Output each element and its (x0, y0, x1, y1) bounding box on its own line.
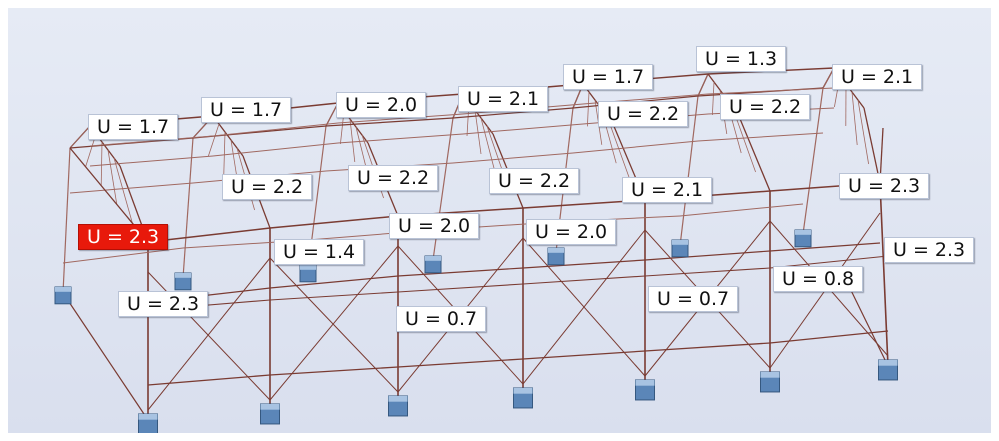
frame-member (474, 109, 482, 155)
utilization-label: U = 2.3 (118, 291, 209, 317)
frame-member (62, 292, 149, 421)
frame-member (737, 113, 771, 192)
frame-member (857, 99, 869, 165)
frame-member (522, 350, 646, 360)
frame-member (522, 259, 646, 269)
utilization-label: U = 1.7 (563, 64, 654, 90)
frame-member (62, 147, 71, 294)
frame-member (349, 118, 356, 163)
frame-member (480, 117, 496, 173)
frame-member (462, 123, 584, 135)
column-footing (299, 264, 317, 283)
frame-member (269, 366, 399, 376)
frame-member (879, 182, 889, 367)
utilization-label: U = 2.3 (884, 237, 975, 263)
frame-member (269, 245, 399, 401)
frame-member (644, 342, 771, 352)
frame-member (397, 267, 524, 277)
frame-member (107, 149, 118, 205)
frame-member (89, 135, 214, 147)
utilization-label: U = 1.7 (201, 97, 292, 123)
utilization-label: U = 2.1 (832, 64, 923, 90)
frame-member (522, 275, 646, 285)
frame-member (644, 267, 771, 277)
column-footing (878, 359, 898, 381)
column-footing (424, 255, 442, 274)
frame-member (572, 140, 699, 154)
frame-member (147, 374, 271, 386)
utilization-label: U = 0.7 (396, 306, 487, 332)
utilization-label: U = 2.2 (720, 94, 811, 120)
structure-model[interactable] (8, 8, 991, 433)
frame-member (100, 141, 103, 186)
utilization-label-critical: U = 2.3 (78, 224, 169, 250)
frame-member (769, 242, 881, 252)
frame-member (712, 81, 715, 116)
column-footing (760, 371, 780, 393)
frame-member (62, 247, 184, 264)
frame-member (851, 91, 858, 146)
utilization-label: U = 2.2 (489, 168, 580, 194)
frame-member (769, 330, 889, 344)
utilization-label: U = 2.1 (458, 86, 549, 112)
model-viewport[interactable]: U = 1.7 U = 1.7 U = 2.0 U = 2.1 U = 1.7 … (8, 8, 991, 433)
frame-member (697, 132, 824, 142)
utilization-label: U = 2.0 (336, 92, 427, 118)
frame-member (89, 155, 214, 167)
frame-member (223, 131, 226, 175)
utilization-label: U = 0.8 (773, 266, 864, 292)
column-footing (174, 272, 192, 291)
frame-member (212, 142, 339, 157)
column-footing (138, 413, 158, 433)
utilization-label: U = 2.1 (622, 177, 713, 203)
frame-member (587, 91, 590, 127)
column-footing (794, 229, 812, 248)
frame-member (337, 113, 464, 124)
frame-member (69, 125, 91, 149)
frame-member (147, 257, 271, 411)
frame-member (802, 87, 824, 235)
frame-member (269, 275, 399, 289)
column-footing (260, 403, 280, 425)
utilization-label: U = 2.2 (348, 165, 439, 191)
frame-member (269, 257, 399, 393)
frame-member (325, 117, 454, 127)
frame-member (113, 157, 133, 224)
column-footing (54, 286, 72, 305)
frame-member (863, 107, 881, 184)
frame-member (269, 215, 399, 229)
column-footing (513, 387, 533, 409)
frame-member (679, 203, 804, 217)
utilization-label: U = 2.2 (222, 174, 313, 200)
frame-member (697, 73, 709, 97)
utilization-label: U = 1.4 (274, 239, 365, 265)
frame-member (69, 182, 194, 194)
utilization-label: U = 1.7 (88, 114, 179, 140)
frame-member (679, 95, 699, 247)
utilization-label: U = 2.3 (839, 173, 930, 199)
utilization-label: U = 1.3 (696, 46, 787, 72)
utilization-label: U = 0.7 (648, 286, 739, 312)
frame-member (522, 229, 646, 385)
frame-member (452, 152, 574, 164)
frame-member (208, 123, 220, 157)
frame-member (644, 250, 771, 261)
frame-member (269, 291, 399, 301)
utilization-label: U = 2.0 (526, 219, 617, 245)
frame-member (707, 87, 835, 95)
frame-member (397, 358, 524, 368)
utilization-label: U = 2.2 (598, 101, 689, 127)
frame-member (182, 137, 194, 279)
utilization-label: U = 2.0 (389, 213, 480, 239)
column-footing (388, 395, 408, 417)
frame-member (337, 133, 464, 144)
column-footing (671, 239, 689, 258)
column-footing (547, 247, 565, 266)
frame-member (147, 227, 271, 243)
frame-member (397, 283, 524, 293)
frame-member (212, 122, 339, 137)
column-footing (635, 379, 655, 401)
frame-member (452, 107, 574, 119)
